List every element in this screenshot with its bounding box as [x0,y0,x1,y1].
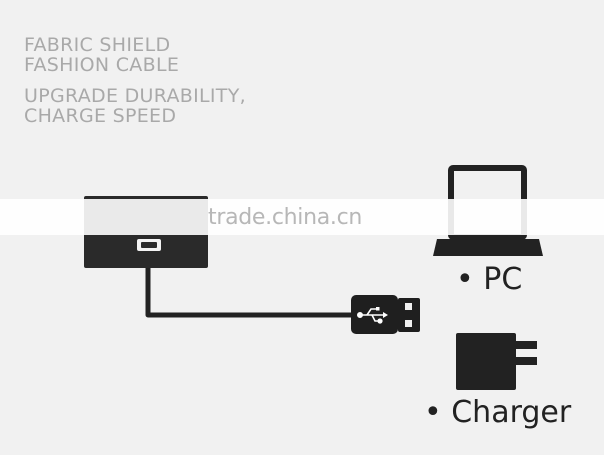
highlight-band [0,199,604,235]
charger-label: • Charger [424,395,572,430]
cable-line [145,268,356,318]
headline-title-line1: FABRIC SHIELD [24,34,171,56]
usb-plug-icon [351,295,420,334]
headline-subtitle-line2: CHARGE SPEED [24,105,177,127]
wall-charger-icon [456,333,537,390]
headline-title: FABRIC SHIELD FASHION CABLE [24,35,179,75]
headline-subtitle-line1: UPGRADE DURABILITY, [24,85,246,107]
headline-title-line2: FASHION CABLE [24,54,180,76]
usb-symbol-icon [356,307,388,324]
watermark-text: trade.china.cn [208,205,363,230]
headline-subtitle: UPGRADE DURABILITY, CHARGE SPEED [24,86,246,126]
pc-label: • PC [456,262,523,297]
